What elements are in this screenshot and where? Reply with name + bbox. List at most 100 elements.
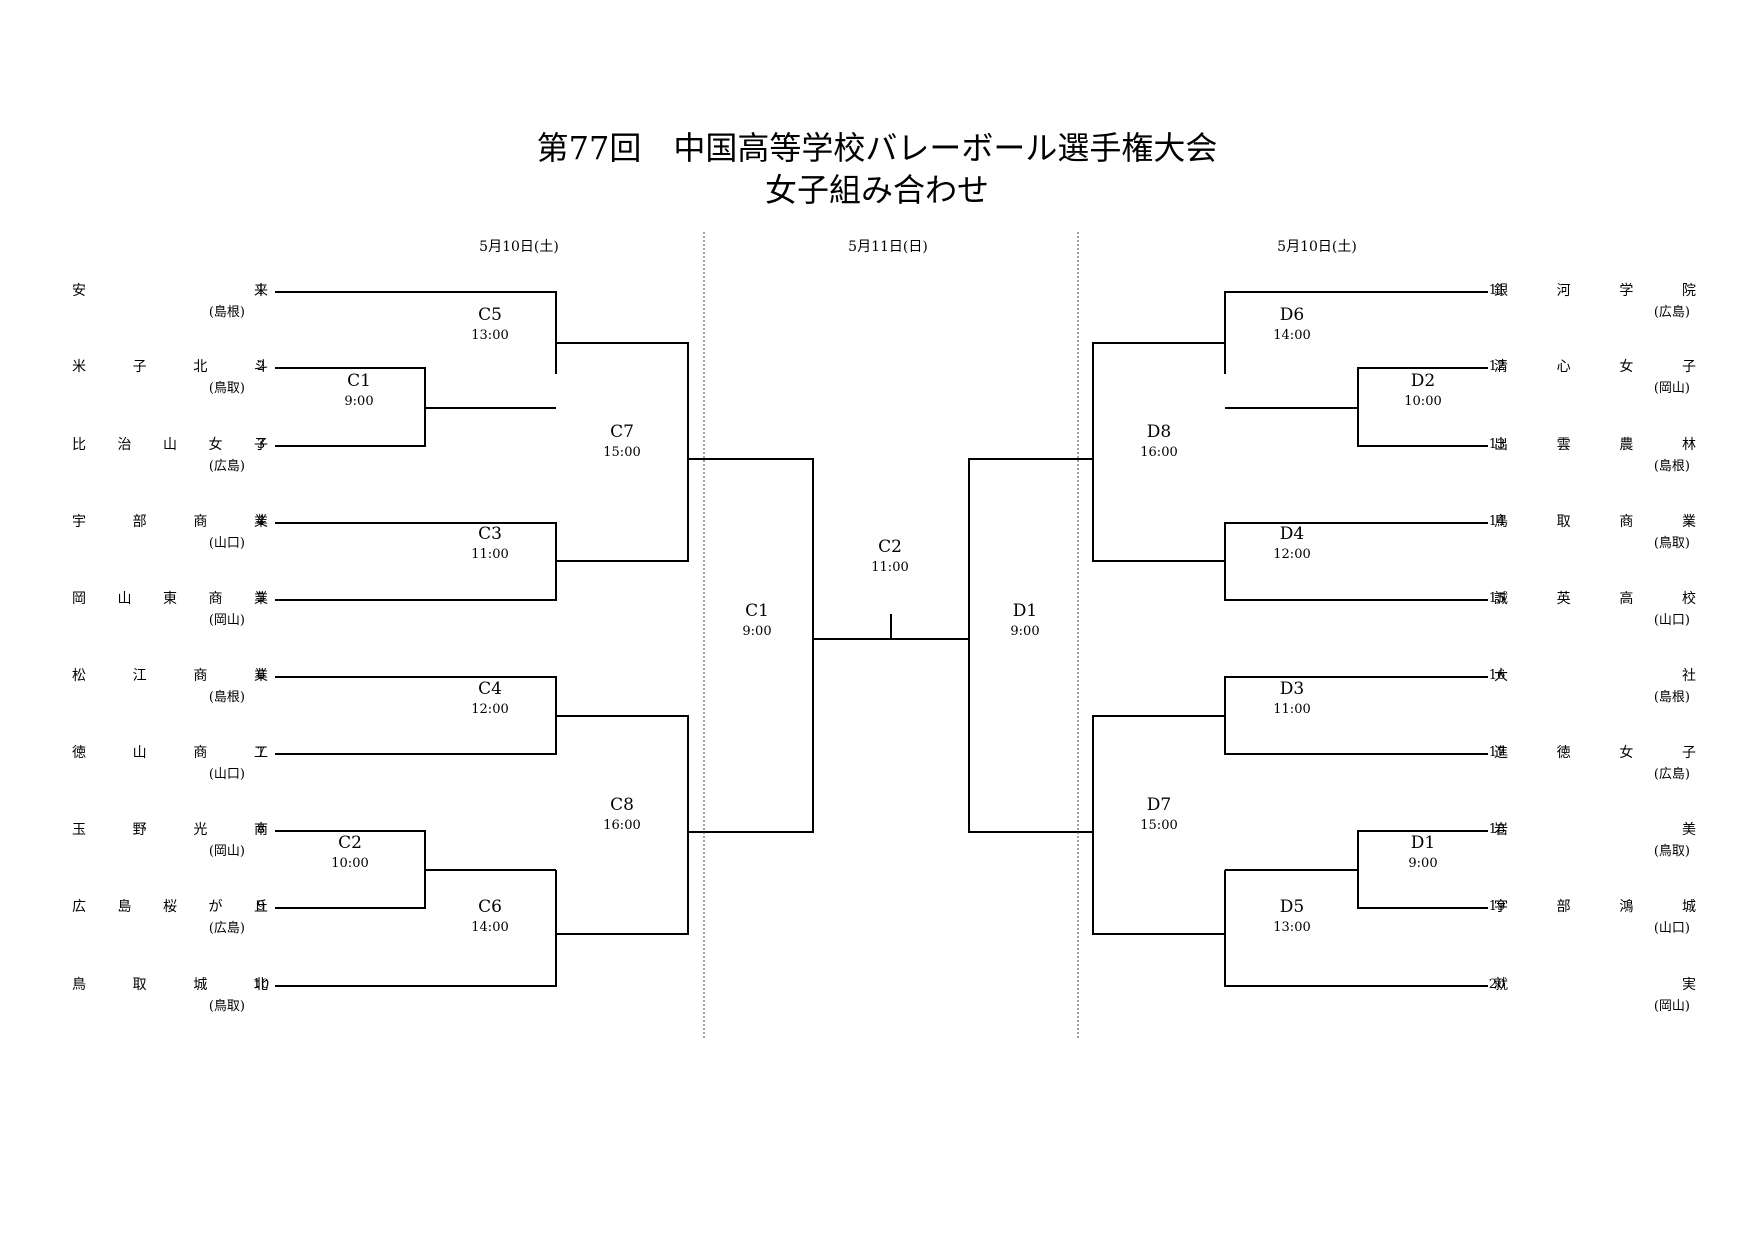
line-c4 bbox=[556, 715, 689, 832]
team-name-text: 米子北斗 bbox=[72, 359, 268, 375]
match-time: 9:00 bbox=[1408, 856, 1438, 871]
team-name-text: 広島桜が丘 bbox=[72, 899, 268, 915]
team-prefecture: (鳥取) bbox=[208, 999, 245, 1014]
team-name: 鳥取商業 bbox=[1494, 512, 1696, 532]
line-c6 bbox=[556, 832, 689, 935]
date-left: 5月10日(土) bbox=[479, 239, 559, 255]
match-id: C1 bbox=[347, 371, 371, 391]
date-center: 5月11日(日) bbox=[848, 239, 928, 255]
match-id: D7 bbox=[1146, 795, 1172, 815]
line-team-2 bbox=[275, 367, 426, 408]
date-right: 5月10日(土) bbox=[1277, 239, 1357, 255]
match-c7: C7 15:00 bbox=[572, 421, 672, 463]
match-time: 12:00 bbox=[1273, 547, 1311, 562]
team-name: 比治山女子 bbox=[72, 435, 268, 455]
team-prefecture: (岡山) bbox=[208, 844, 245, 859]
match-d1a: D1 9:00 bbox=[1373, 832, 1473, 874]
match-time: 11:00 bbox=[871, 560, 909, 575]
match-id: D6 bbox=[1279, 305, 1305, 325]
team-name: 広島桜が丘 bbox=[72, 897, 268, 917]
team-name: 徳山商工 bbox=[72, 743, 268, 763]
match-time: 9:00 bbox=[344, 394, 374, 409]
line-team-17 bbox=[1224, 716, 1488, 755]
team-seed-number: 4 bbox=[256, 514, 266, 529]
line-team-11 bbox=[1224, 291, 1488, 374]
team-seed-number: 3 bbox=[256, 437, 266, 452]
team-seed-number: 17 bbox=[1488, 745, 1506, 760]
match-id: D1 bbox=[1410, 833, 1436, 853]
match-id: D5 bbox=[1279, 897, 1305, 917]
team-prefecture: (山口) bbox=[1653, 613, 1690, 628]
team-name: 安来 bbox=[72, 281, 268, 301]
match-id: C3 bbox=[478, 524, 502, 544]
team-prefecture: (鳥取) bbox=[1653, 536, 1690, 551]
team-name: 玉野光南 bbox=[72, 820, 268, 840]
match-time: 10:00 bbox=[331, 856, 369, 871]
match-c1b: C1 9:00 bbox=[707, 600, 807, 642]
team-seed-number: 14 bbox=[1488, 514, 1506, 529]
team-prefecture: (岡山) bbox=[1653, 381, 1690, 396]
line-c3 bbox=[556, 459, 689, 562]
match-id: C2 bbox=[338, 833, 362, 853]
team-name-text: 鳥取城北 bbox=[72, 977, 268, 993]
team-seed-number: 12 bbox=[1488, 359, 1506, 374]
match-id: C8 bbox=[610, 795, 634, 815]
match-id: C1 bbox=[745, 601, 769, 621]
team-name: 米子北斗 bbox=[72, 357, 268, 377]
match-time: 9:00 bbox=[1010, 624, 1040, 639]
team-prefecture: (岡山) bbox=[1653, 999, 1690, 1014]
match-c1a: C1 9:00 bbox=[309, 370, 409, 412]
team-prefecture: (島根) bbox=[208, 690, 245, 705]
match-id: C5 bbox=[478, 305, 502, 325]
line-team-13 bbox=[1357, 408, 1488, 447]
team-name: 宇部商業 bbox=[72, 512, 268, 532]
team-name-text: 誠英高校 bbox=[1494, 591, 1696, 607]
team-name: 鳥取城北 bbox=[72, 975, 268, 995]
team-name-text: 鳥取商業 bbox=[1494, 514, 1696, 530]
team-prefecture: (島根) bbox=[1653, 459, 1690, 474]
line-d3 bbox=[1092, 715, 1225, 832]
match-time: 13:00 bbox=[471, 328, 509, 343]
team-prefecture: (島根) bbox=[1653, 690, 1690, 705]
team-seed-number: 1 bbox=[256, 283, 266, 298]
team-name-text: 松江商業 bbox=[72, 668, 268, 684]
line-d5 bbox=[1092, 832, 1225, 935]
team-seed-number: 18 bbox=[1488, 822, 1506, 837]
team-prefecture: (鳥取) bbox=[1653, 844, 1690, 859]
team-name: 清心女子 bbox=[1494, 357, 1696, 377]
team-name-text: 宇部商業 bbox=[72, 514, 268, 530]
team-name-text: 玉野光南 bbox=[72, 822, 268, 838]
match-id: D8 bbox=[1146, 422, 1172, 442]
match-time: 16:00 bbox=[603, 818, 641, 833]
line-team-6 bbox=[275, 676, 557, 716]
team-name-text: 徳山商工 bbox=[72, 745, 268, 761]
line-c5 bbox=[556, 342, 689, 459]
match-c2a: C2 10:00 bbox=[300, 832, 400, 874]
match-time: 11:00 bbox=[1273, 702, 1311, 717]
team-seed-number: 7 bbox=[256, 745, 266, 760]
team-name: 銀河学院 bbox=[1494, 281, 1696, 301]
line-team-8 bbox=[275, 830, 426, 870]
team-seed-number: 10 bbox=[252, 977, 270, 992]
match-time: 15:00 bbox=[1140, 818, 1178, 833]
line-team-18 bbox=[1357, 830, 1488, 870]
team-name: 松江商業 bbox=[72, 666, 268, 686]
team-name-text: 大社 bbox=[1494, 668, 1696, 684]
team-prefecture: (鳥取) bbox=[208, 381, 245, 396]
team-prefecture: (山口) bbox=[1653, 921, 1690, 936]
match-time: 10:00 bbox=[1404, 394, 1442, 409]
line-d4 bbox=[1092, 459, 1225, 562]
line-team-19 bbox=[1357, 870, 1488, 909]
team-name-text: 就実 bbox=[1494, 977, 1696, 993]
line-team-5 bbox=[275, 561, 557, 601]
team-prefecture: (岡山) bbox=[208, 613, 245, 628]
team-name-text: 宇部鴻城 bbox=[1494, 899, 1696, 915]
match-id: D4 bbox=[1279, 524, 1305, 544]
team-name-text: 比治山女子 bbox=[72, 437, 268, 453]
team-name-text: 岡山東商業 bbox=[72, 591, 268, 607]
match-id: C2 bbox=[878, 537, 902, 557]
match-time: 14:00 bbox=[471, 920, 509, 935]
match-c4: C4 12:00 bbox=[440, 678, 540, 720]
match-d2: D2 10:00 bbox=[1373, 370, 1473, 412]
